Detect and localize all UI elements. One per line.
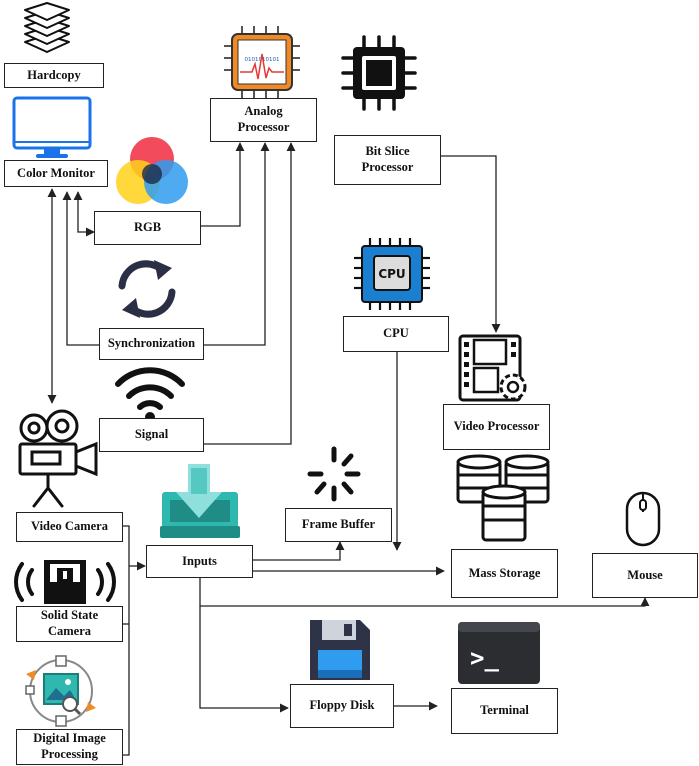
synchronization-label: Synchronization [107,336,196,351]
bit-slice-node: Bit Slice Processor [334,135,441,185]
cpu-label: CPU [383,326,409,341]
analog-processor-node: Analog Processor [210,98,317,142]
sd-card-icon [14,560,116,604]
bit-slice-label-line2: Processor [361,160,414,174]
hardcopy-node: Hardcopy [4,63,104,88]
frame-buffer-label: Frame Buffer [301,517,376,532]
wire-videocam-inputs [123,525,130,756]
video-camera-icon [18,409,98,508]
color-monitor-label: Color Monitor [17,165,95,180]
video-camera-label: Video Camera [31,519,108,534]
wire-sync-analog [204,142,270,346]
video-processor-label: Video Processor [453,419,540,434]
frame-buffer-node: Frame Buffer [285,508,392,542]
mass-storage-node: Mass Storage [451,549,558,598]
rgb-node: RGB [94,211,201,245]
terminal-icon: >_ [458,622,540,684]
mouse-icon [625,491,661,547]
rgb-circles-icon [116,137,188,204]
chip-bits-text: 0101010101 [245,57,280,63]
digital-image-processing-node: Digital Image Processing [16,729,123,765]
cpu-node: CPU [343,316,449,352]
film-gear-icon [458,334,527,402]
color-monitor-node: Color Monitor [4,160,108,187]
mass-storage-label: Mass Storage [468,565,541,580]
wire-sync-monitor [62,191,99,346]
video-processor-node: Video Processor [443,404,550,450]
image-processing-icon [25,655,96,727]
microchip-icon [341,35,417,111]
signal-label: Signal [134,427,169,442]
wire-inputs-framebuffer [253,541,345,561]
mouse-label: Mouse [627,567,663,582]
synchronization-node: Synchronization [99,328,204,360]
wire-monitor-rgb [73,191,95,237]
wire-signal-analog [204,142,296,445]
inputs-node: Inputs [146,545,253,578]
solid-state-camera-node: Solid State Camera [16,606,123,642]
terminal-node: Terminal [451,688,558,734]
solid-state-label-line1: Solid State [40,608,99,623]
solid-state-label-line2: Camera [47,624,92,638]
analog-processor-label-line1: Analog [244,104,283,119]
floppy-disk-icon [310,620,370,680]
analog-chip-icon: 0101010101 [224,26,300,98]
wifi-signal-icon [115,367,185,422]
loading-spinner-icon [307,446,361,502]
analog-processor-label-line2: Processor [237,120,290,134]
video-camera-node: Video Camera [16,512,123,542]
digital-image-label-line1: Digital Image [33,731,106,746]
inputs-label: Inputs [182,553,217,568]
bit-slice-label-line1: Bit Slice [365,144,410,159]
paper-stack-icon [24,2,70,53]
wire-rgb-analog [201,142,245,227]
wire-inputs-mouse [199,578,650,607]
rgb-label: RGB [133,220,162,235]
wire-inputs-floppy [199,606,289,713]
cpu-chip-icon: CPU [354,238,430,310]
sync-arrows-icon [118,260,176,318]
database-icon [456,454,550,542]
floppy-disk-label: Floppy Disk [309,698,375,713]
floppy-disk-node: Floppy Disk [290,684,394,728]
mouse-node: Mouse [592,553,698,598]
signal-node: Signal [99,418,204,452]
hardcopy-label: Hardcopy [27,67,81,82]
digital-image-label-line2: Processing [41,747,98,761]
terminal-label: Terminal [480,703,529,718]
download-laptop-icon [160,464,240,538]
cpu-chip-label: CPU [378,267,405,281]
terminal-prompt: >_ [470,644,499,672]
monitor-icon [12,96,92,158]
